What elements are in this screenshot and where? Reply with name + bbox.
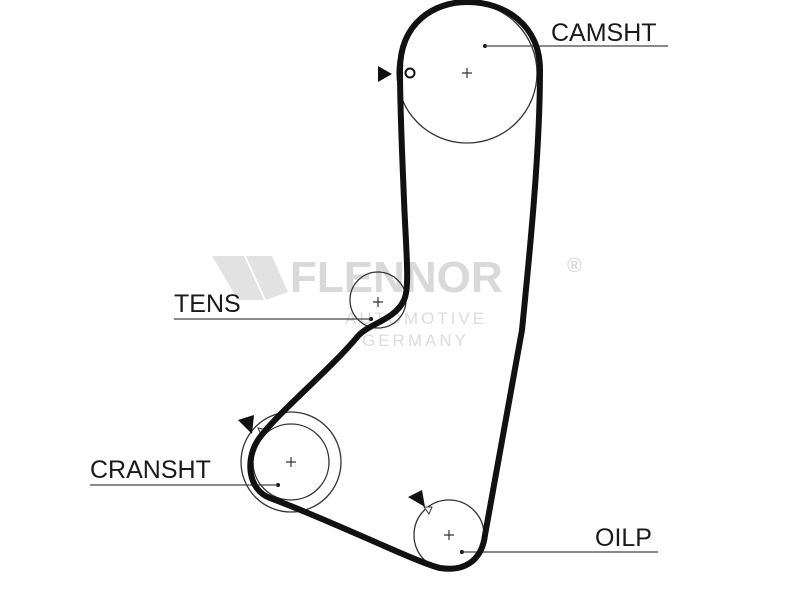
watermark-brand: FLENNOR [290, 253, 503, 302]
timing-arrow-icon [378, 66, 392, 82]
timing-arrow-icon [408, 490, 425, 507]
watermark-logo-icon [246, 256, 288, 300]
crankshaft-label: CRANSHT [90, 456, 211, 484]
oil-pump-label: OILP [595, 524, 652, 552]
tensioner-label: TENS [174, 290, 241, 318]
center-mark-icon [462, 68, 472, 78]
watermark-registered: ® [567, 255, 582, 277]
watermark-logo-icon [212, 256, 264, 300]
watermark-line2: GERMANY [362, 331, 469, 350]
timing-belt [247, 0, 543, 572]
timing-mark-icon [404, 67, 416, 79]
center-mark-icon [444, 530, 454, 540]
camshaft-label: CAMSHT [551, 19, 657, 47]
watermark: FLENNOR ® AUTOMOTIVE GERMANY [212, 253, 582, 350]
center-mark-icon [373, 297, 383, 307]
timing-arrow-icon [238, 415, 254, 434]
center-mark-icon [286, 457, 296, 467]
